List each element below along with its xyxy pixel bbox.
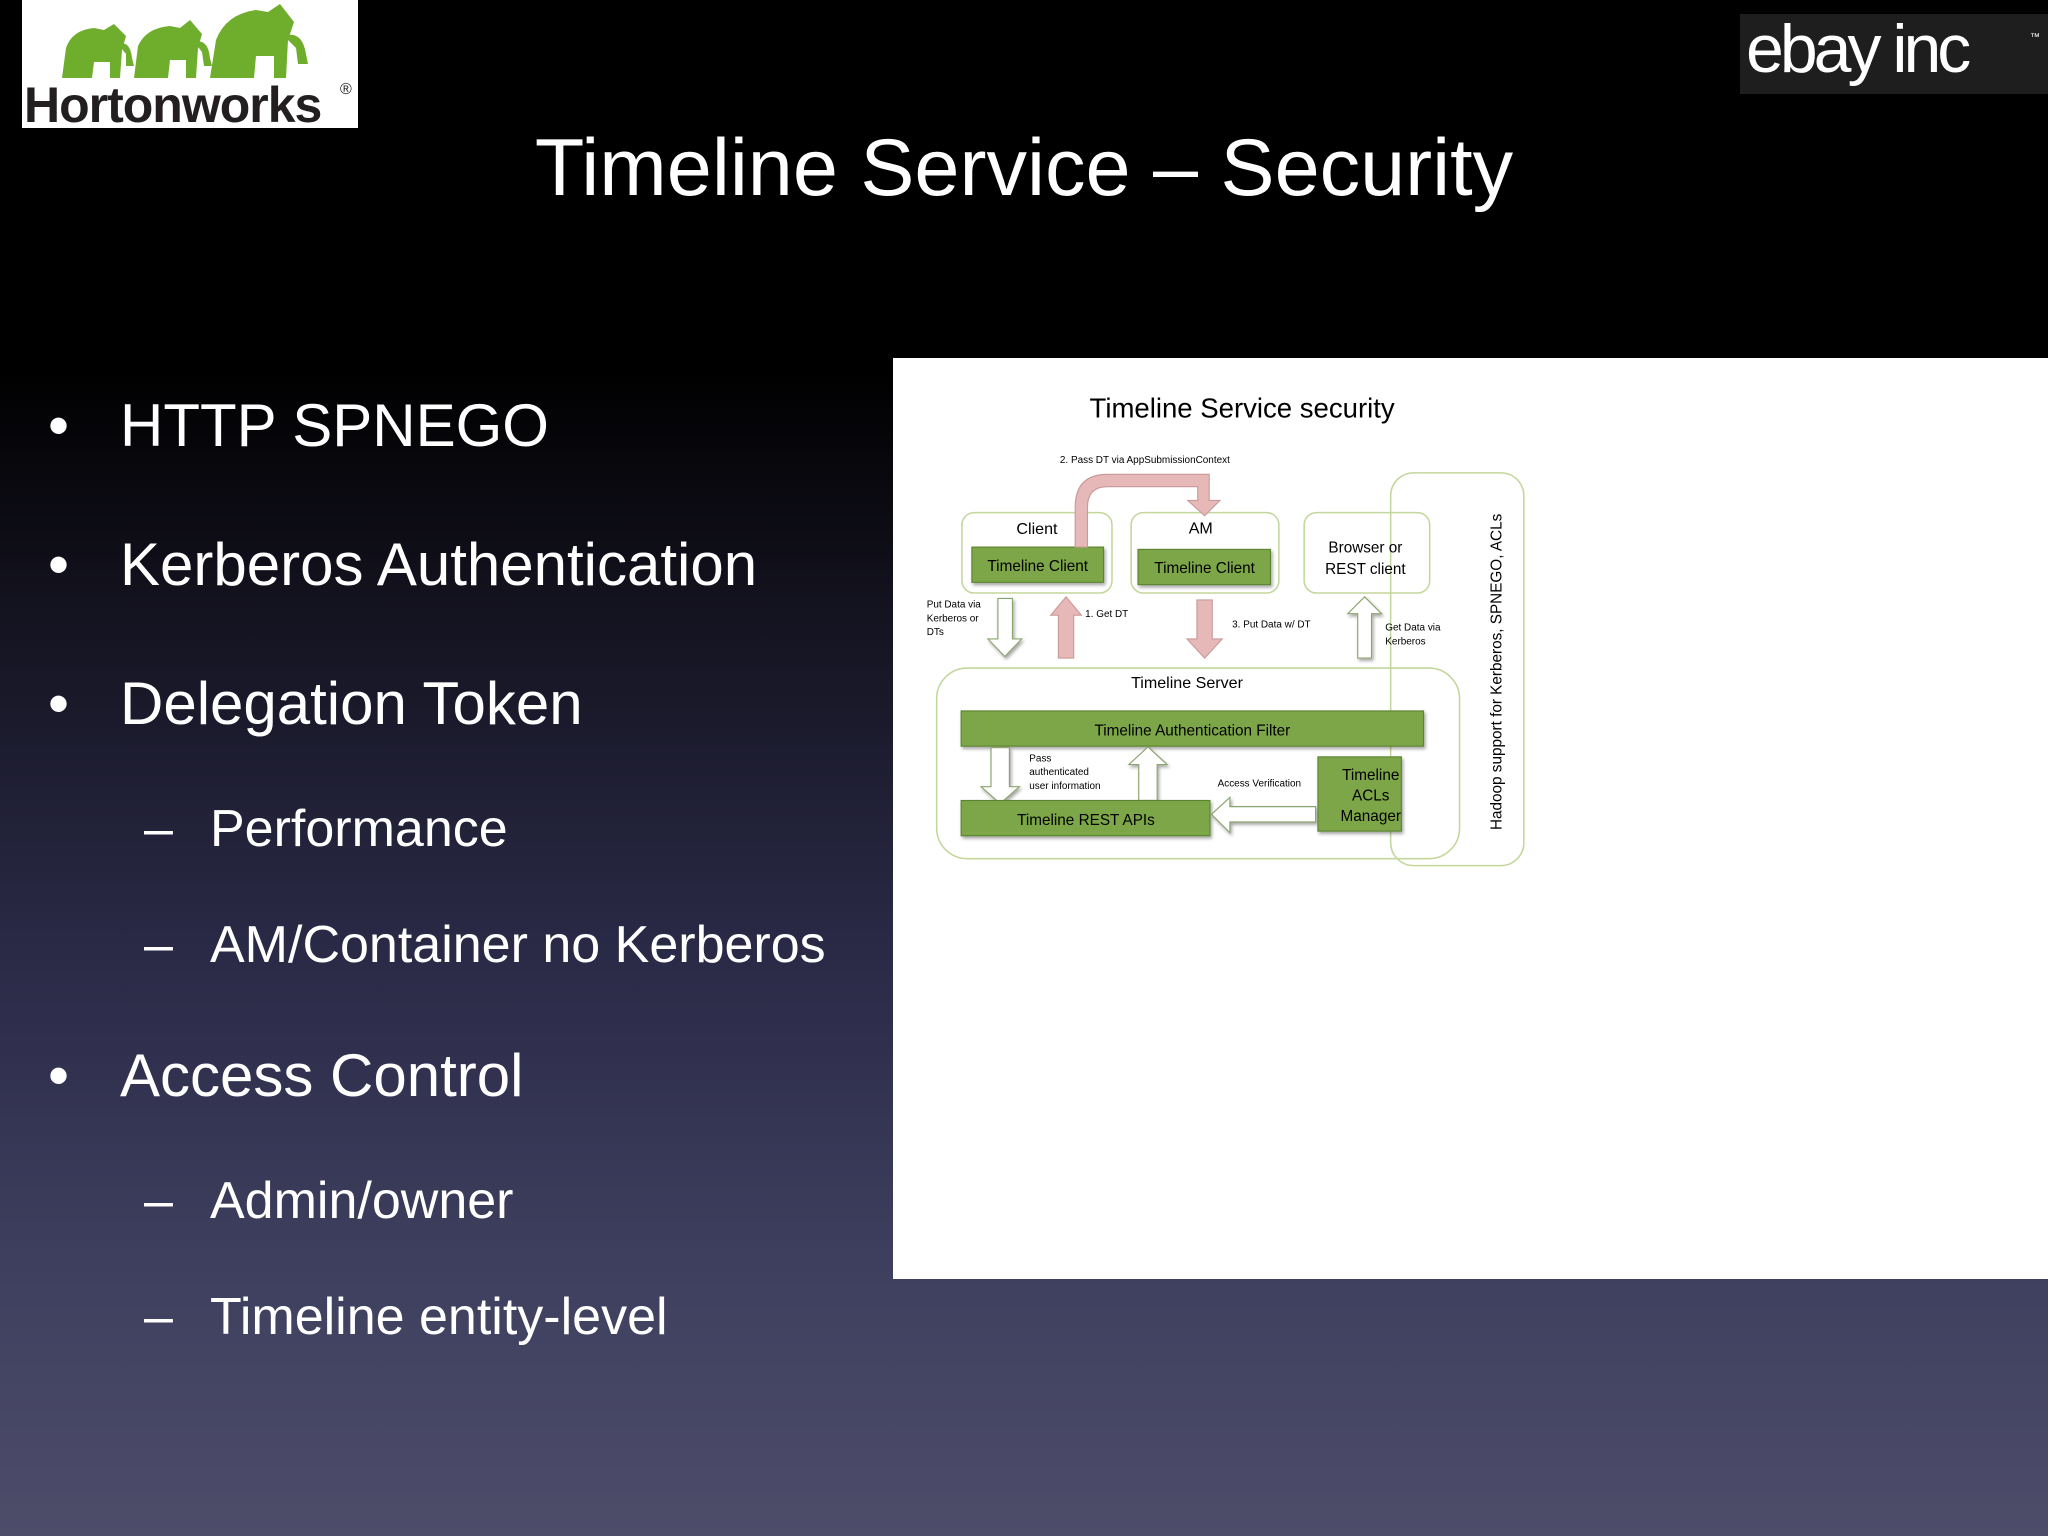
hadoop-support-label: Hadoop support for Kerberos, SPNEGO, ACL… <box>1489 513 1506 830</box>
client-timeline-client-label: Timeline Client <box>987 558 1088 575</box>
bullet-access-control: • Access Control <box>48 1040 524 1112</box>
sub-bullet-text: Performance <box>210 800 508 858</box>
access-verification-label: Access Verification <box>1218 779 1301 790</box>
diagram-title: Timeline Service security <box>1090 393 1395 424</box>
registered-mark: ® <box>340 81 352 98</box>
browser-label-line2: REST client <box>1325 561 1406 578</box>
elephant-herd-icon: Hortonworks ® <box>24 4 352 128</box>
sub-bullet-admin-owner: – Admin/owner <box>144 1169 514 1233</box>
sub-bullet-am-container: – AM/Container no Kerberos <box>144 913 826 977</box>
sub-bullet-entity-level: – Timeline entity-level <box>144 1285 668 1349</box>
bullet-delegation-token: • Delegation Token <box>48 668 583 740</box>
get-dt-arrow <box>1049 595 1083 659</box>
slide-title: Timeline Service – Security <box>534 123 1514 213</box>
timeline-server-frame <box>935 667 1461 860</box>
sub-bullet-marker: – <box>144 800 173 858</box>
timeline-rest-apis <box>960 799 1211 837</box>
bullet-text: Access Control <box>120 1042 524 1109</box>
security-diagram: Timeline Service security Hadoop support… <box>893 358 2048 1279</box>
bullet-text: HTTP SPNEGO <box>120 392 549 459</box>
sub-bullet-text: AM/Container no Kerberos <box>210 916 826 974</box>
sub-bullet-text: Admin/owner <box>210 1172 514 1230</box>
bullet-marker: • <box>48 1042 70 1109</box>
acls-line2: ACLs <box>1352 788 1390 805</box>
get-data-kerberos-arrow <box>1346 596 1383 659</box>
timeline-server-label: Timeline Server <box>1131 674 1244 692</box>
client-label: Client <box>1016 520 1058 538</box>
pass-auth-arrow <box>979 747 1021 805</box>
get-data-line1: Get Data via <box>1385 623 1441 634</box>
sub-bullet-text: Timeline entity-level <box>210 1288 668 1346</box>
put-data-kerberos-arrow <box>986 597 1023 658</box>
hortonworks-wordmark: Hortonworks <box>24 77 321 128</box>
acls-line1: Timeline <box>1342 767 1399 784</box>
access-verification-arrow <box>1210 796 1317 835</box>
am-label: AM <box>1189 519 1213 537</box>
ebay-wordmark: ebay inc <box>1746 14 1970 87</box>
bullet-text: Delegation Token <box>120 670 583 737</box>
put-kerberos-line2: Kerberos or <box>927 613 980 624</box>
pass-auth-line2: authenticated <box>1029 767 1089 778</box>
get-data-line2: Kerberos <box>1385 636 1425 647</box>
am-timeline-client <box>1137 548 1272 586</box>
sub-bullet-marker: – <box>144 1288 173 1346</box>
pass-auth-line3: user information <box>1029 781 1100 792</box>
bullet-kerberos-authentication: • Kerberos Authentication <box>48 529 758 601</box>
pass-auth-line1: Pass <box>1029 753 1051 764</box>
browser-rest-client-box <box>1303 511 1431 594</box>
am-timeline-client-label: Timeline Client <box>1154 560 1255 577</box>
browser-label-line1: Browser or <box>1328 539 1402 556</box>
bullet-marker: • <box>48 670 70 737</box>
sub-bullet-marker: – <box>144 916 173 974</box>
sub-bullet-performance: – Performance <box>144 797 508 861</box>
put-data-dt-arrow <box>1185 599 1224 659</box>
trademark-mark: ™ <box>2030 32 2040 43</box>
rest-apis-label: Timeline REST APIs <box>1017 812 1155 829</box>
put-dt-label: 3. Put Data w/ DT <box>1232 619 1310 630</box>
bullet-marker: • <box>48 531 70 598</box>
bullet-text: Kerberos Authentication <box>120 531 758 598</box>
put-kerberos-line3: DTs <box>927 627 944 638</box>
timeline-authentication-filter <box>960 710 1425 747</box>
get-dt-label: 1. Get DT <box>1085 609 1128 620</box>
hadoop-support-frame <box>1389 472 1525 867</box>
ebay-inc-logo: ebay inc ™ <box>1740 14 2048 94</box>
client-timeline-client <box>971 546 1105 583</box>
pass-dt-arrow <box>1074 473 1222 548</box>
timeline-acls-manager <box>1317 756 1402 832</box>
response-up-arrow <box>1127 746 1169 802</box>
auth-filter-label: Timeline Authentication Filter <box>1094 722 1290 739</box>
put-kerberos-line1: Put Data via <box>927 600 982 611</box>
hortonworks-logo: Hortonworks ® <box>22 0 358 128</box>
bullet-http-spnego: • HTTP SPNEGO <box>48 390 549 462</box>
acls-line3: Manager <box>1341 808 1401 825</box>
sub-bullet-marker: – <box>144 1172 173 1230</box>
bullet-marker: • <box>48 392 70 459</box>
pass-dt-label: 2. Pass DT via AppSubmissionContext <box>1060 455 1230 466</box>
